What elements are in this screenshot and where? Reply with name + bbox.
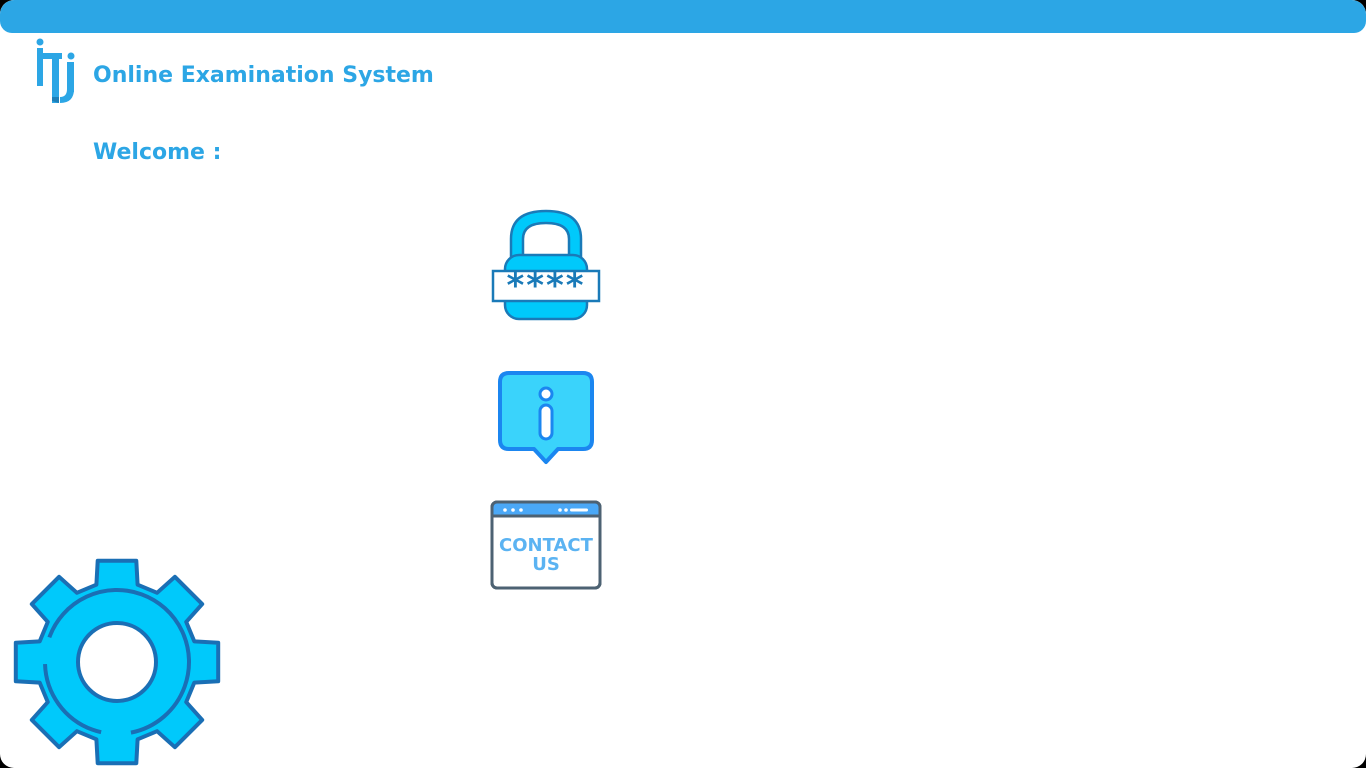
contact-line1: CONTACT [499, 535, 594, 556]
settings-button[interactable] [10, 556, 224, 768]
iti-logo-icon [32, 37, 78, 105]
about-button[interactable] [497, 370, 595, 465]
contact-line2: US [532, 554, 560, 575]
app-title: Online Examination System [93, 63, 434, 88]
info-icon [498, 371, 594, 464]
change-password-button[interactable]: **** [491, 209, 601, 321]
password-mask-text: **** [506, 266, 585, 306]
top-bar [0, 0, 1366, 33]
gear-icon [13, 558, 221, 766]
lock-password-icon: **** [491, 209, 601, 321]
welcome-label: Welcome : [93, 140, 222, 165]
contact-us-button[interactable]: CONTACT US [490, 500, 602, 590]
contact-us-icon: CONTACT US [490, 500, 602, 590]
